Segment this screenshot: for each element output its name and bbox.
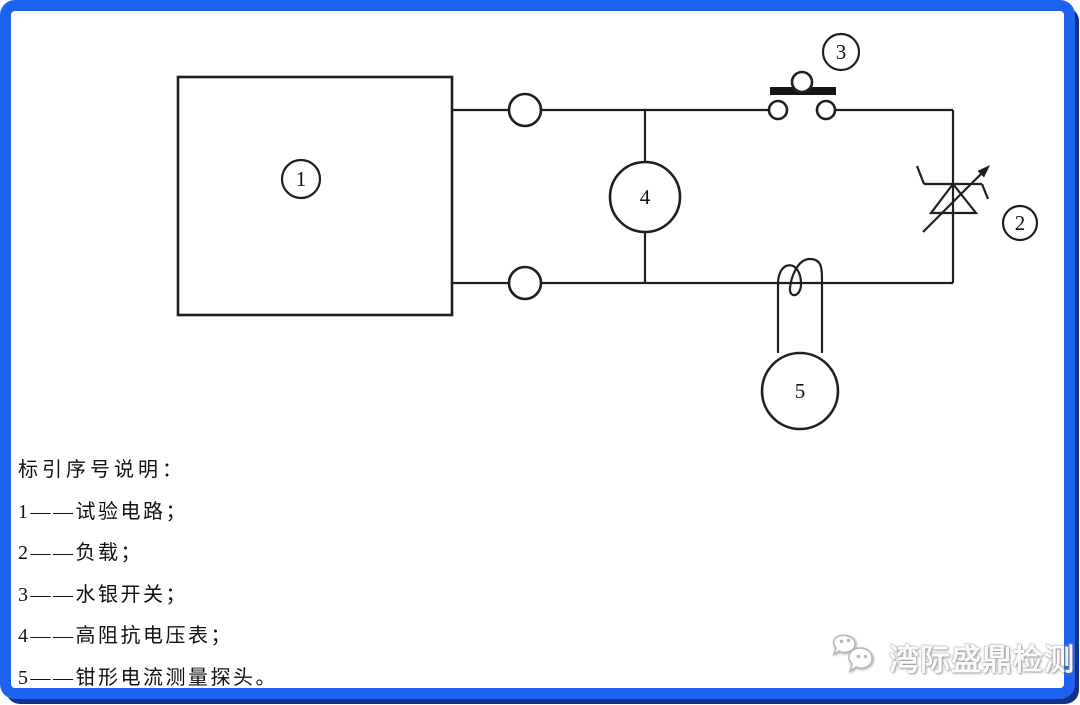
test-circuit-label: 1 — [296, 167, 307, 191]
legend-item-4: 4——高阻抗电压表； — [18, 625, 233, 648]
label-circle-3 — [821, 32, 861, 72]
test-circuit-box — [176, 75, 454, 317]
mercury-switch-icon — [767, 70, 837, 121]
clamp-probe-icon — [760, 257, 840, 431]
legend-item-5: 5——钳形电流测量探头。 — [18, 666, 278, 689]
label-circle-2 — [1001, 204, 1039, 242]
watermark-text: 湾际盛鼎检测 — [889, 644, 1075, 677]
legend-item-1: 1——试验电路； — [18, 500, 188, 523]
legend-heading: 标引序号说明： — [18, 459, 186, 481]
voltmeter-label: 4 — [640, 185, 651, 209]
wechat-icon — [832, 634, 873, 673]
watermark: 湾际盛鼎检测 — [831, 633, 1075, 681]
label-circle-1 — [280, 158, 322, 200]
load-label: 2 — [1015, 211, 1026, 235]
terminal-top-icon — [507, 92, 543, 128]
legend-item-3: 3——水银开关； — [18, 583, 188, 606]
load-icon — [915, 165, 990, 233]
legend: 标引序号说明： 1——试验电路； 2——负载； 3——水银开关； 4——高阻抗电… — [18, 450, 278, 700]
legend-item-2: 2——负载； — [18, 542, 143, 565]
mercury-switch-label: 3 — [836, 40, 847, 64]
clamp-probe-label: 5 — [795, 379, 806, 403]
terminal-bottom-icon — [507, 265, 543, 301]
